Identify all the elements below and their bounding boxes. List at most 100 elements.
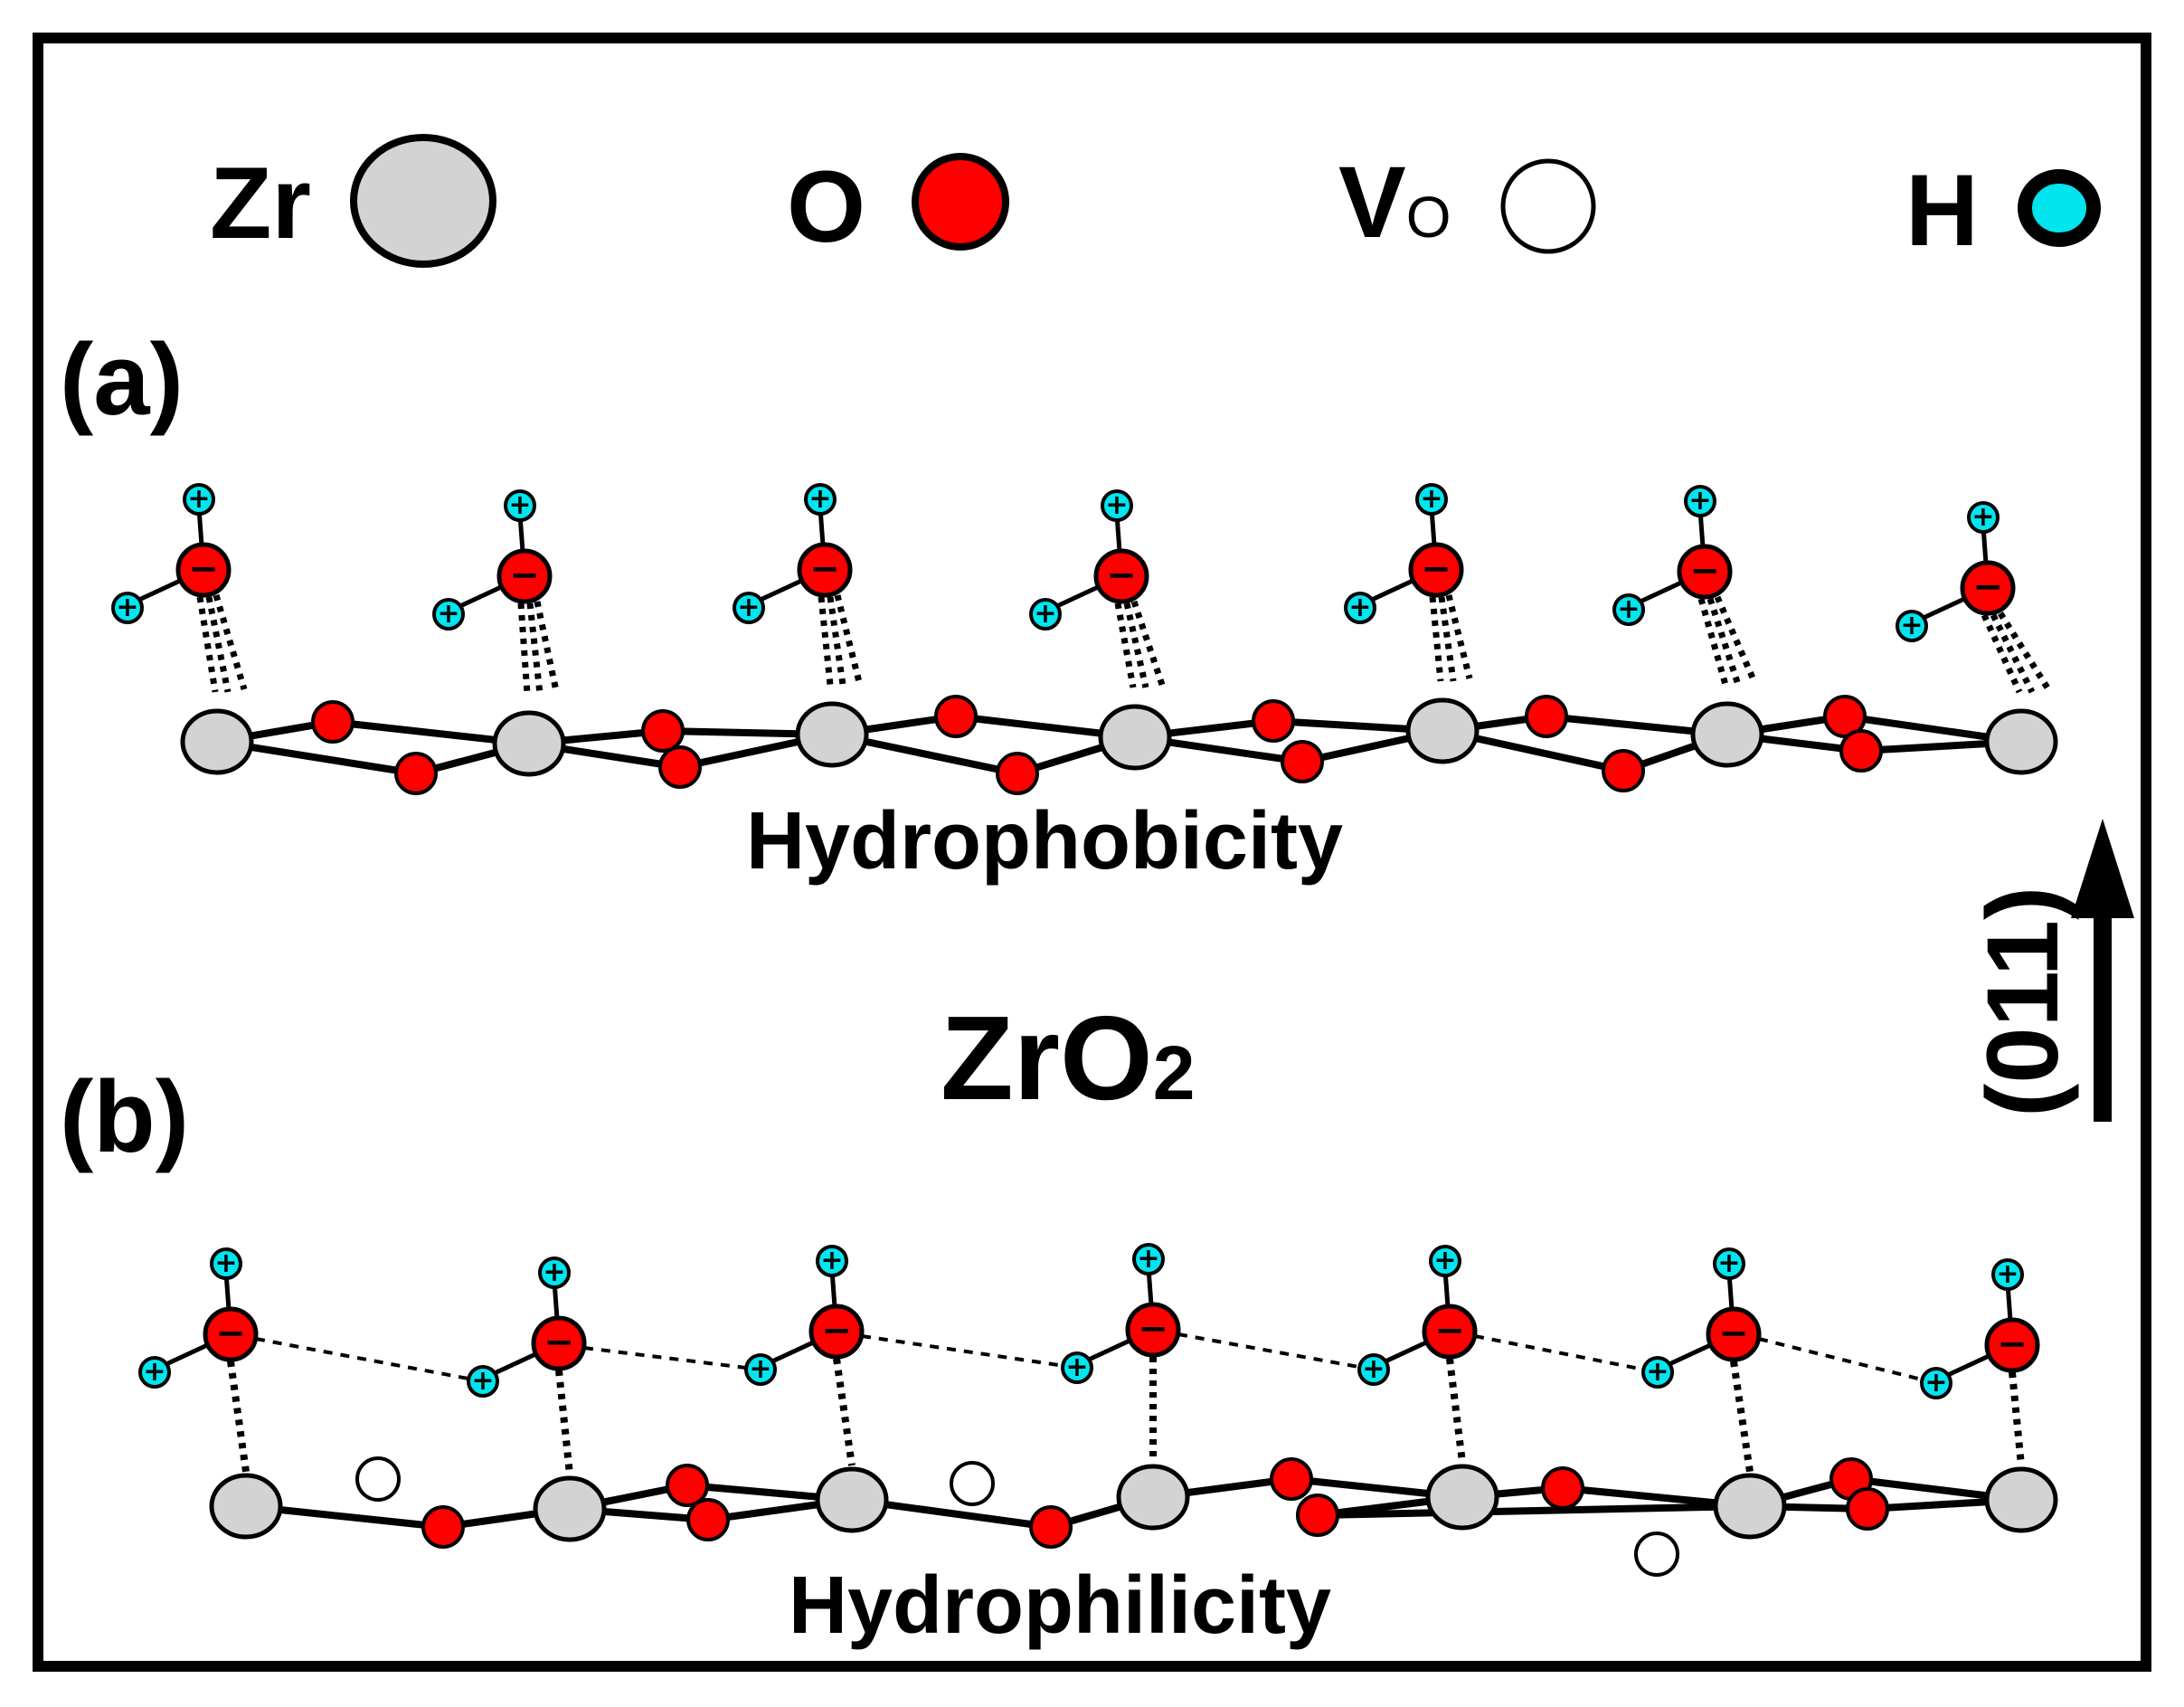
compound-base: ZrO <box>941 991 1153 1124</box>
water-hydrogen-bond <box>1177 1332 1375 1371</box>
o-atom <box>686 1498 730 1541</box>
compound-label: ZrO2 <box>941 991 1195 1124</box>
positive-charge-icon: + <box>1065 1351 1088 1383</box>
h-atom <box>1896 610 1928 642</box>
positive-charge-icon: + <box>1362 1353 1385 1385</box>
water-oxygen <box>1706 1306 1762 1362</box>
zr-atom <box>1425 1464 1499 1531</box>
positive-charge-icon: + <box>187 483 210 515</box>
positive-charge-icon: + <box>1034 598 1056 630</box>
negative-charge-icon: − <box>1106 555 1137 596</box>
positive-charge-icon: + <box>508 489 531 521</box>
oxygen-vacancy <box>950 1461 995 1506</box>
h-atom <box>504 489 536 522</box>
o-atom <box>1541 1466 1584 1510</box>
negative-charge-icon: − <box>544 1322 574 1363</box>
zr-o-bond <box>1314 1503 1754 1519</box>
negative-charge-icon: − <box>1689 550 1720 592</box>
h-atom <box>183 483 215 516</box>
o-atom <box>421 1505 465 1549</box>
h-atom <box>1713 1247 1745 1280</box>
hydrogen-bond <box>1438 596 1457 682</box>
o-atom <box>1602 749 1645 792</box>
water-oxygen <box>1422 1304 1478 1360</box>
h-atom <box>804 483 837 516</box>
hydrogen-bond <box>517 602 531 695</box>
legend-vo-sub: O <box>1406 185 1451 250</box>
o-atom <box>658 745 702 789</box>
o-atom <box>1296 1494 1339 1537</box>
hydrogen-bond <box>818 596 834 686</box>
h-atom <box>111 592 144 624</box>
o-atom <box>641 709 685 753</box>
zr-atom <box>209 1473 283 1540</box>
water-hydrogen-bond <box>583 1346 761 1371</box>
water-oxygen <box>1408 542 1464 598</box>
negative-charge-icon: − <box>809 548 840 590</box>
o-atom <box>934 695 978 738</box>
zr-atom <box>1405 697 1480 764</box>
o-atom <box>1281 740 1324 783</box>
water-oxygen <box>531 1315 587 1371</box>
h-atom <box>1967 501 2000 534</box>
hydrogen-bond <box>1114 602 1137 688</box>
h-atom <box>816 1245 848 1277</box>
positive-charge-icon: + <box>749 1353 771 1385</box>
h-atom <box>1101 489 1133 522</box>
hydrogen-bond <box>1990 613 2036 694</box>
positive-charge-icon: + <box>143 1356 165 1388</box>
zr-atom <box>1116 1464 1190 1531</box>
h-atom <box>1612 593 1645 626</box>
hydrogen-bond <box>1714 595 1758 684</box>
positive-charge-icon: + <box>543 1257 565 1288</box>
hydrogen-bond <box>196 596 219 693</box>
h-atom <box>467 1365 499 1398</box>
h-atom <box>744 1353 777 1386</box>
o-atom <box>1823 695 1867 738</box>
hydrophobic-slab: −++−++−++−++−++−++−++ <box>111 483 2058 795</box>
zr-atom <box>1098 704 1172 771</box>
oxygen-vacancy <box>355 1456 401 1502</box>
positive-charge-icon: + <box>437 598 459 630</box>
o-atom <box>1252 699 1295 743</box>
positive-charge-icon: + <box>1420 483 1442 515</box>
water-oxygen <box>1960 560 2016 616</box>
hydrogen-bond <box>205 596 232 693</box>
h-atom <box>1641 1356 1674 1389</box>
hydrogen-bond <box>227 1361 250 1473</box>
hydrogen-bond <box>834 594 863 683</box>
h-atom <box>1684 485 1716 517</box>
positive-charge-icon: + <box>820 1245 843 1276</box>
caption-hydrophobicity: Hydrophobicity <box>746 796 1343 887</box>
o-atom <box>1839 729 1883 773</box>
zr-atom <box>1984 708 2058 775</box>
negative-charge-icon: − <box>1972 566 2003 608</box>
h-atom <box>1344 592 1376 624</box>
o-atom <box>666 1464 709 1507</box>
hydrogen-bond <box>827 596 846 686</box>
negative-charge-icon: − <box>1138 1308 1168 1350</box>
h-atom <box>1415 483 1448 516</box>
caption-hydrophilicity: Hydrophilicity <box>789 1560 1331 1651</box>
zr-atom <box>815 1466 889 1533</box>
negative-charge-icon: − <box>1718 1313 1749 1354</box>
water-hydrogen-bond <box>1474 1334 1659 1374</box>
hydrogen-bond <box>1697 598 1729 686</box>
hydrogen-bond <box>1707 597 1742 687</box>
positive-charge-icon: + <box>1105 489 1128 521</box>
water-oxygen <box>1125 1302 1181 1358</box>
water-hydrogen-bond <box>861 1334 1078 1370</box>
h-atom <box>432 598 465 631</box>
o-atom <box>996 752 1039 795</box>
negative-charge-icon: − <box>215 1313 246 1354</box>
zr-atom <box>180 708 254 775</box>
h-atom-icon <box>2018 169 2101 247</box>
zr-atom <box>1713 1473 1787 1540</box>
hydrogen-bond <box>1429 596 1444 682</box>
water-hydrogen-bond <box>255 1337 484 1383</box>
hydrogen-bond <box>1730 1361 1754 1473</box>
o-atom-icon <box>912 153 1009 251</box>
water-oxygen <box>1984 1317 2040 1373</box>
positive-charge-icon: + <box>471 1365 494 1397</box>
